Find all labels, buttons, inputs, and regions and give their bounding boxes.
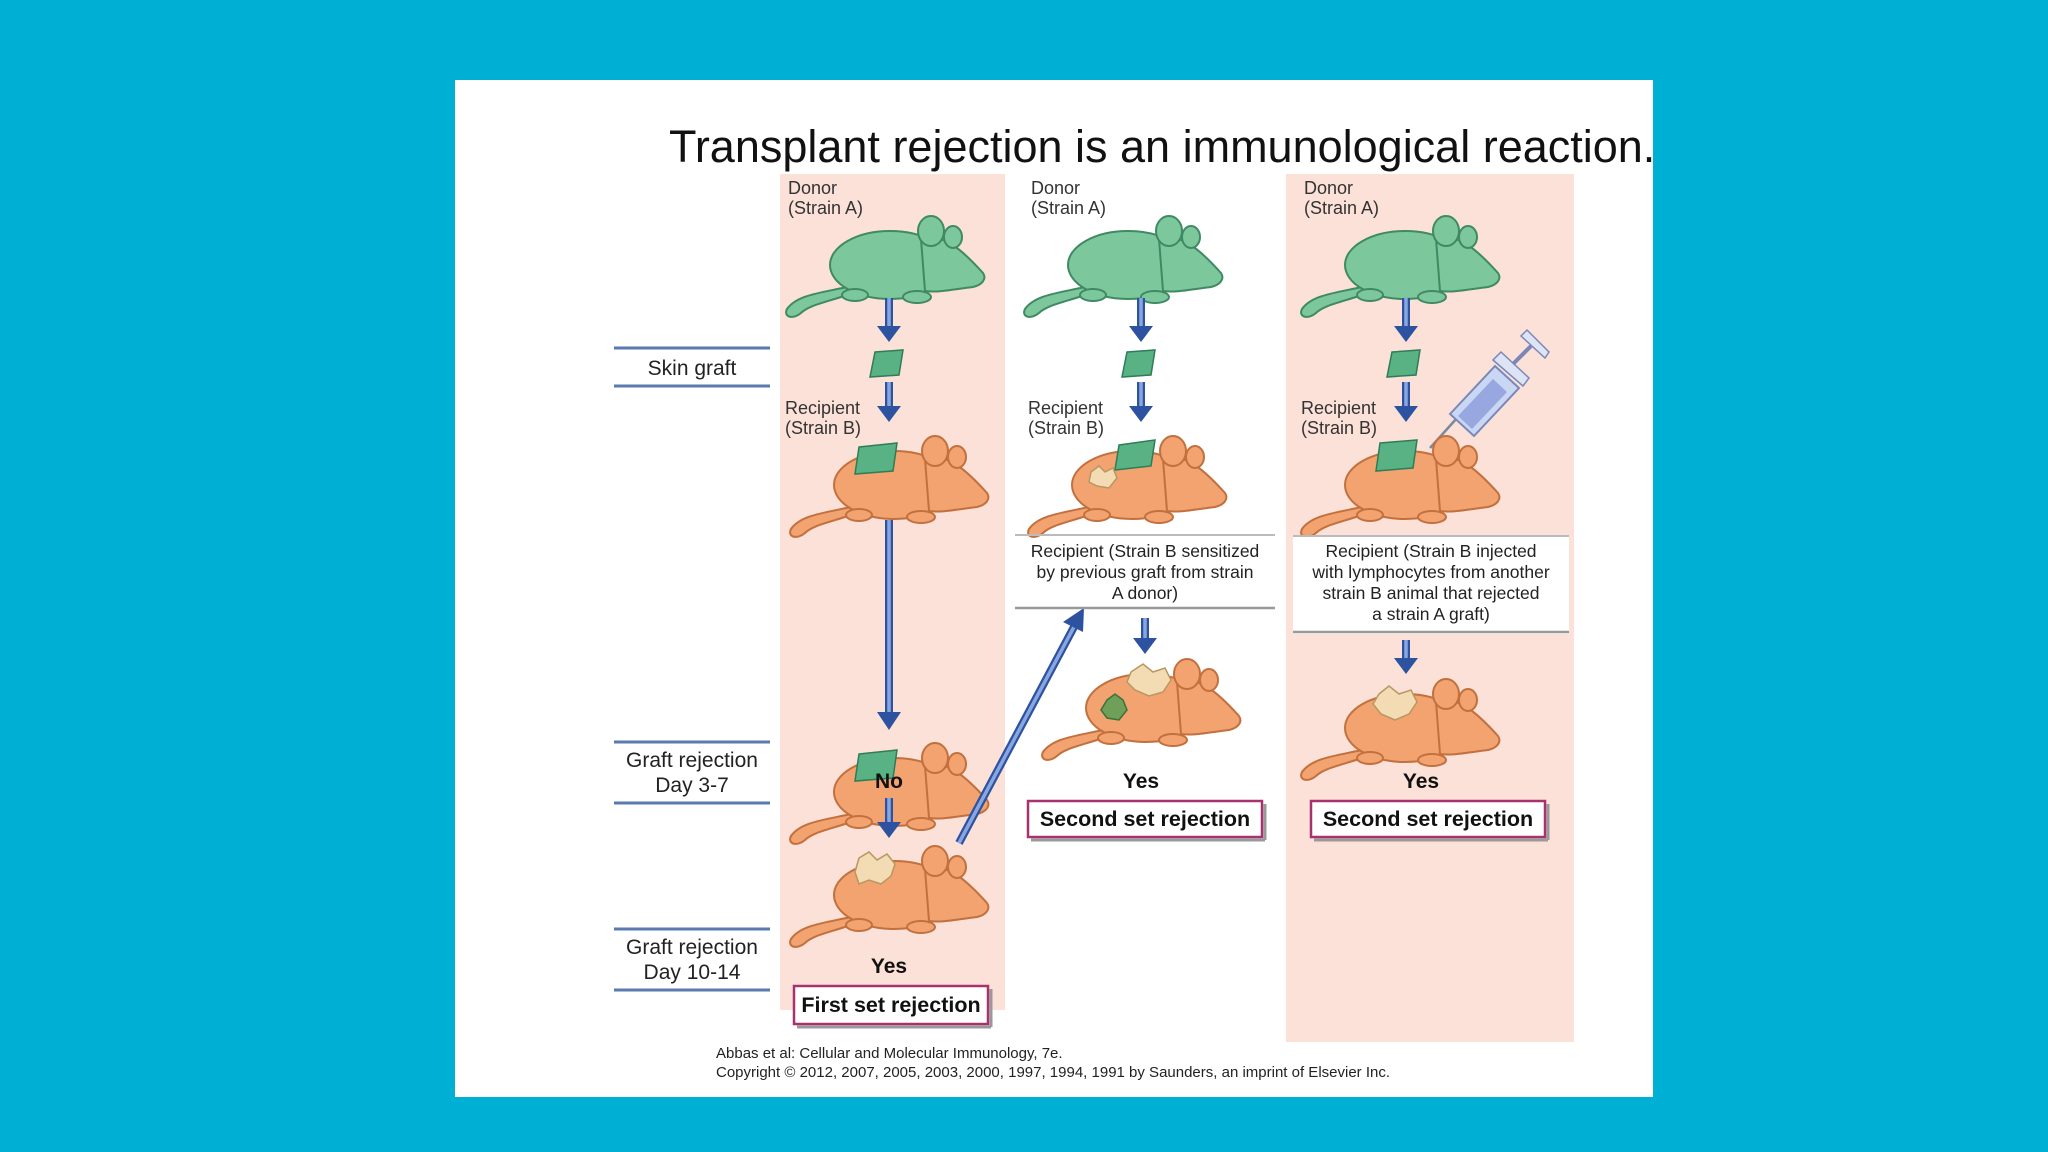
column-second-set-sensitized: Donor (Strain A) Recipient (Strain B): [1015, 178, 1275, 842]
graft-on-mouse-icon: [1375, 439, 1418, 472]
down-arrow: [1129, 298, 1153, 342]
answer-no: No: [875, 770, 903, 793]
down-arrow: [1129, 382, 1153, 422]
recipient-label: Recipient: [785, 398, 860, 418]
citation-line-2: Copyright © 2012, 2007, 2005, 2003, 2000…: [716, 1064, 1390, 1081]
graft-rejection-late-line-1: Graft rejection: [626, 936, 758, 959]
graft-on-mouse-icon: [1114, 439, 1156, 471]
second-set-rejection-label: Second set rejection: [1323, 807, 1533, 831]
down-arrow: [877, 382, 901, 422]
graft-rejection-early-line-2: Day 3-7: [655, 774, 729, 797]
recipient-strain-label: (Strain B): [1301, 418, 1377, 438]
down-arrow: [1394, 298, 1418, 342]
result-box: Second set rejection: [1309, 799, 1550, 842]
side-label-graft-rejection-late: Graft rejection Day 10-14: [614, 927, 770, 992]
down-arrow: [877, 298, 901, 342]
long-down-arrow: [877, 520, 901, 730]
syringe-icon: [1429, 328, 1550, 449]
skin-graft-icon: [1121, 349, 1156, 378]
description-line-2: by previous graft from strain: [1037, 562, 1254, 582]
column-second-set-lymphocytes: Donor (Strain A): [1293, 178, 1569, 842]
skin-graft-icon: [869, 349, 904, 378]
description-line-2: with lymphocytes from another: [1311, 562, 1549, 582]
down-arrow: [877, 798, 901, 838]
graft-on-mouse-icon: [854, 442, 898, 475]
skin-graft-icon: [1386, 349, 1421, 378]
column-first-set: Donor (Strain A) Recipient (Strain B): [785, 178, 1084, 1029]
donor-strain-label: (Strain A): [788, 198, 863, 218]
citation-line-1: Abbas et al: Cellular and Molecular Immu…: [716, 1045, 1063, 1062]
donor-strain-label: (Strain A): [1031, 198, 1106, 218]
skin-graft-label: Skin graft: [648, 357, 737, 380]
result-box: First set rejection: [792, 984, 993, 1029]
diagonal-arrow: [955, 608, 1084, 845]
rejected-graft-icon: [1126, 663, 1172, 697]
answer-yes: Yes: [1123, 770, 1159, 793]
rejected-graft-icon: [854, 851, 896, 885]
second-set-rejection-label: Second set rejection: [1040, 807, 1250, 831]
description-line-4: a strain A graft): [1372, 604, 1490, 624]
description-line-1: Recipient (Strain B injected: [1325, 541, 1536, 561]
donor-strain-label: (Strain A): [1304, 198, 1379, 218]
rejected-graft-icon: [1372, 685, 1418, 721]
graft-on-mouse-icon: [854, 749, 898, 782]
page-title: Transplant rejection is an immunological…: [669, 121, 1653, 172]
recipient-label: Recipient: [1301, 398, 1376, 418]
description-box: Recipient (Strain B injected with lympho…: [1293, 535, 1569, 634]
donor-mouse-icon: [1023, 215, 1224, 318]
recipient-strain-label: (Strain B): [785, 418, 861, 438]
side-label-skin-graft: Skin graft: [614, 346, 770, 388]
donor-label: Donor: [1031, 178, 1080, 198]
down-arrow: [1394, 382, 1418, 422]
graft-rejection-early-line-1: Graft rejection: [626, 749, 758, 772]
slide: Transplant rejection is an immunological…: [455, 80, 1653, 1097]
side-label-graft-rejection-early: Graft rejection Day 3-7: [614, 740, 770, 805]
graft-rejection-late-line-2: Day 10-14: [644, 961, 741, 984]
transplant-diagram: Transplant rejection is an immunological…: [614, 121, 1653, 1081]
donor-label: Donor: [788, 178, 837, 198]
description-line-3: A donor): [1112, 583, 1178, 603]
result-box: Second set rejection: [1026, 799, 1267, 842]
down-arrow: [1394, 640, 1418, 674]
answer-yes: Yes: [1403, 770, 1439, 793]
rejected-graft-icon: [1100, 693, 1128, 721]
recipient-label: Recipient: [1028, 398, 1103, 418]
donor-label: Donor: [1304, 178, 1353, 198]
answer-yes: Yes: [871, 955, 907, 978]
recipient-strain-label: (Strain B): [1028, 418, 1104, 438]
down-arrow: [1133, 618, 1157, 654]
rejected-graft-icon: [1088, 465, 1118, 489]
description-line-3: strain B animal that rejected: [1323, 583, 1540, 603]
first-set-rejection-label: First set rejection: [801, 993, 980, 1017]
description-line-1: Recipient (Strain B sensitized: [1031, 541, 1260, 561]
description-box: Recipient (Strain B sensitized by previo…: [1015, 534, 1275, 610]
